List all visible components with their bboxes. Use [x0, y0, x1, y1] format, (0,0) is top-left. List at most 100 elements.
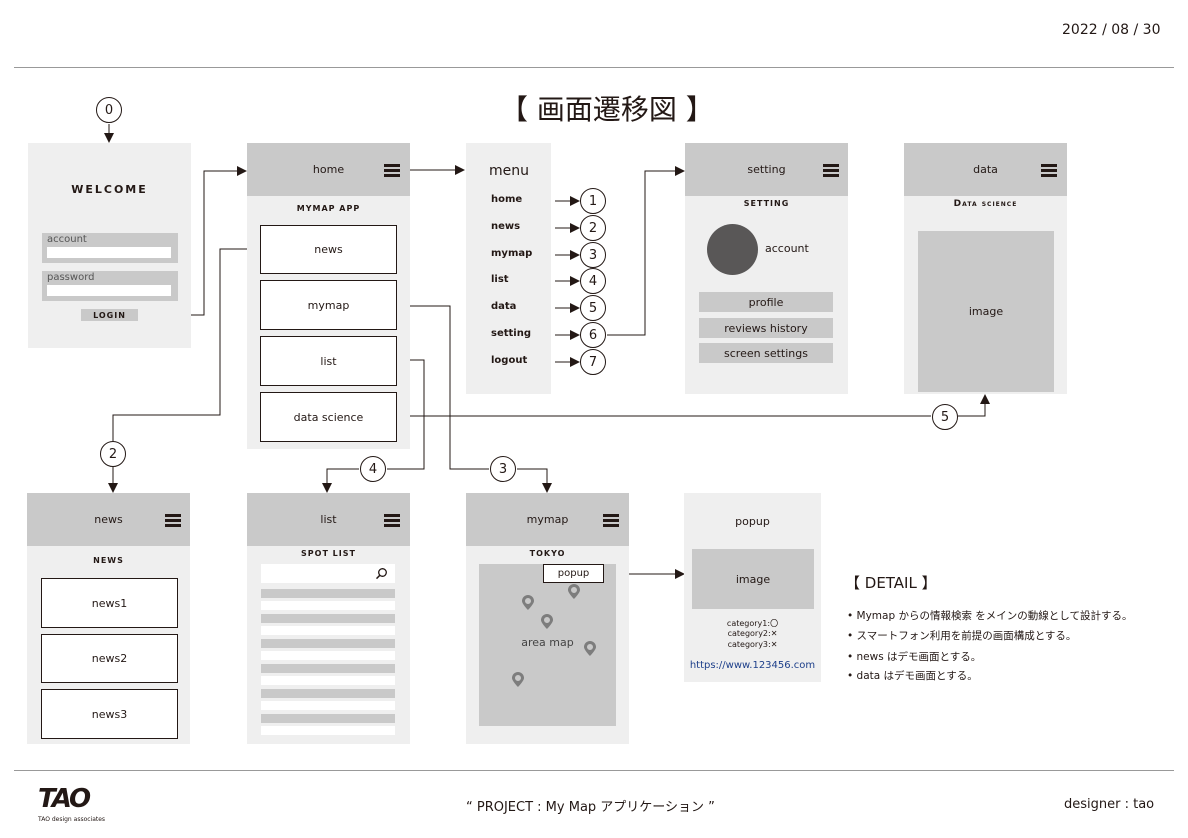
step-3-badge: 3 [580, 242, 606, 268]
data-science-button[interactable]: data science [260, 392, 397, 442]
step-2-badge-news: 2 [100, 441, 126, 467]
list-item[interactable] [261, 626, 395, 635]
menu-item-mymap[interactable]: mymap [491, 248, 533, 259]
step-0-badge: 0 [96, 97, 122, 123]
avatar [707, 224, 758, 275]
map-pin-icon[interactable] [584, 641, 596, 656]
list-item[interactable] [261, 589, 395, 598]
setting-title: SETTING [743, 199, 790, 208]
map-pin-icon[interactable] [512, 672, 524, 687]
setting-screen: setting SETTING account profile reviews … [685, 143, 848, 394]
list-item[interactable] [261, 689, 395, 698]
step-7-badge: 7 [580, 349, 606, 375]
hamburger-icon[interactable] [384, 164, 400, 177]
step-2-badge: 2 [580, 215, 606, 241]
mymap-header: mymap [466, 493, 629, 546]
password-field[interactable]: password [42, 271, 178, 301]
login-button[interactable]: LOGIN [81, 309, 138, 321]
category-1: category1:〇 [726, 619, 779, 628]
data-image: image [918, 231, 1054, 392]
menu-item-setting[interactable]: setting [491, 328, 531, 339]
map-popup[interactable]: popup [543, 564, 604, 583]
mymap-screen: mymap TOKYO area map popup [466, 493, 629, 744]
map-title: TOKYO [529, 549, 566, 558]
search-icon[interactable] [375, 567, 388, 580]
menu-item-data[interactable]: data [491, 301, 517, 312]
map-pin-icon[interactable] [522, 595, 534, 610]
detail-line-4: • data はデモ画面とする。 [847, 670, 978, 682]
category-2: category2:✕ [727, 629, 778, 638]
hamburger-icon[interactable] [165, 514, 181, 527]
reviews-history-button[interactable]: reviews history [699, 318, 833, 338]
search-input[interactable] [261, 564, 395, 583]
list-item[interactable] [261, 664, 395, 673]
popup-screen: popup image category1:〇 category2:✕ cate… [684, 493, 821, 682]
menu-item-home[interactable]: home [491, 194, 523, 205]
password-input[interactable] [47, 285, 171, 296]
tao-logo-sub: TAO design associates [38, 816, 106, 823]
spot-list-title: SPOT LIST [301, 549, 356, 558]
popup-image: image [692, 549, 814, 609]
screen-settings-button[interactable]: screen settings [699, 343, 833, 363]
area-map[interactable]: area map [479, 564, 616, 726]
project-name: “ PROJECT : My Map アプリケーション ” [466, 800, 715, 815]
menu-item-news[interactable]: news [491, 221, 521, 232]
hamburger-icon[interactable] [1041, 164, 1057, 177]
news-item-2[interactable]: news2 [41, 634, 178, 683]
account-label: account [47, 234, 87, 245]
step-1-badge: 1 [580, 188, 606, 214]
account-input[interactable] [47, 247, 171, 258]
account-name: account [765, 242, 809, 255]
news-item-3[interactable]: news3 [41, 689, 178, 739]
home-screen: home MYMAP APP news mymap list data scie… [247, 143, 410, 449]
hamburger-icon[interactable] [823, 164, 839, 177]
map-pin-icon[interactable] [568, 584, 580, 599]
news-title: NEWS [93, 556, 124, 565]
popup-url-link[interactable]: https://www.123456.com [689, 660, 816, 671]
designer: designer : tao [1064, 797, 1155, 812]
news-item-1[interactable]: news1 [41, 578, 178, 628]
map-pin-icon[interactable] [541, 614, 553, 629]
list-button[interactable]: list [260, 336, 397, 386]
data-header-title: data [973, 163, 998, 176]
step-5-badge-data: 5 [932, 404, 958, 430]
login-screen: WELCOME account password LOGIN [28, 143, 191, 348]
detail-line-1: • Mymap からの情報検索 をメインの動線として設計する。 [847, 610, 1133, 622]
app-title: MYMAP APP [296, 204, 361, 213]
news-header: news [27, 493, 190, 546]
menu-title: menu [489, 163, 529, 179]
menu-item-list[interactable]: list [491, 274, 509, 285]
menu-item-logout[interactable]: logout [491, 355, 528, 366]
list-item[interactable] [261, 651, 395, 660]
list-item[interactable] [261, 726, 395, 735]
list-item[interactable] [261, 676, 395, 685]
step-4-badge: 4 [580, 268, 606, 294]
setting-header-title: setting [747, 163, 786, 176]
news-button[interactable]: news [260, 225, 397, 274]
home-header: home [247, 143, 410, 196]
area-map-label: area map [521, 636, 574, 649]
popup-title: popup [735, 515, 770, 528]
setting-header: setting [685, 143, 848, 196]
list-item[interactable] [261, 601, 395, 610]
profile-button[interactable]: profile [699, 292, 833, 312]
home-header-title: home [312, 163, 345, 176]
list-item[interactable] [261, 639, 395, 648]
hamburger-icon[interactable] [384, 514, 400, 527]
list-item[interactable] [261, 714, 395, 723]
list-item[interactable] [261, 614, 395, 623]
date: 2022 / 08 / 30 [1062, 22, 1161, 38]
hamburger-icon[interactable] [603, 514, 619, 527]
step-6-badge: 6 [580, 322, 606, 348]
data-screen: data Data science image [904, 143, 1067, 394]
category-3: category3:✕ [727, 640, 778, 649]
account-field[interactable]: account [42, 233, 178, 263]
list-header: list [247, 493, 410, 546]
step-4-badge-list: 4 [360, 456, 386, 482]
list-item[interactable] [261, 701, 395, 710]
mymap-button[interactable]: mymap [260, 280, 397, 330]
list-screen: list SPOT LIST [247, 493, 410, 744]
detail-title: 【 DETAIL 】 [845, 574, 937, 592]
menu-screen: menu home news mymap list data setting l… [466, 143, 551, 394]
news-screen: news NEWS news1 news2 news3 [27, 493, 190, 744]
